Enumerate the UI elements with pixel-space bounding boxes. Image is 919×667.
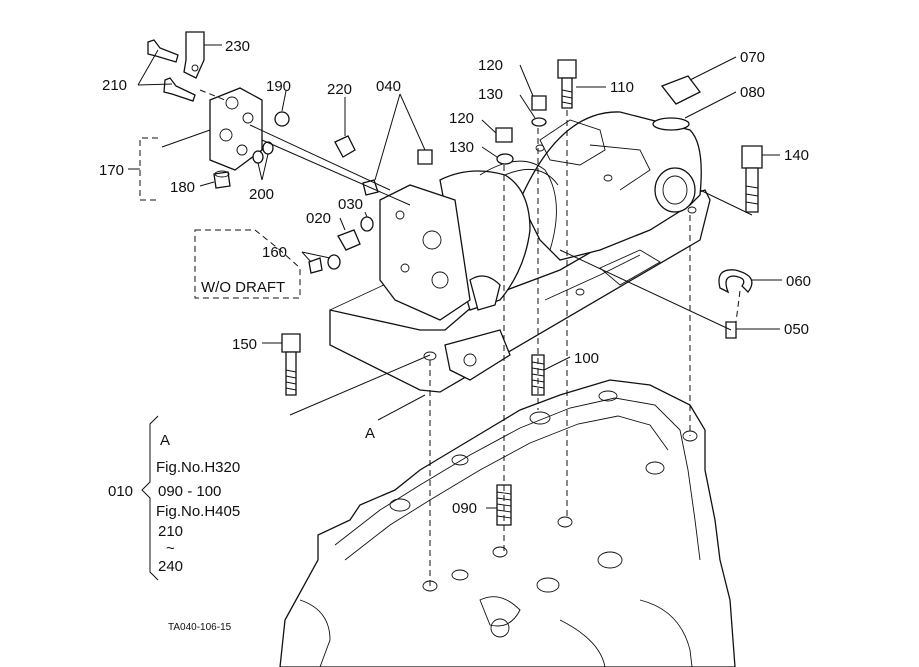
callout-110: 110	[610, 79, 634, 96]
callout-120-lower: 120	[449, 110, 474, 127]
callout-080: 080	[740, 84, 765, 101]
assembly-note-line1: A	[160, 432, 170, 449]
callout-040: 040	[376, 78, 401, 95]
assembly-note: A Fig.No.H320 090 - 100 Fig.No.H405 210 …	[156, 432, 240, 575]
wo-draft-box	[194, 229, 301, 299]
group-010-bracket	[141, 415, 159, 581]
callout-230: 230	[225, 38, 250, 55]
callout-200: 200	[249, 186, 274, 203]
assembly-note-line4: Fig.No.H405	[156, 503, 240, 520]
drawing-code: TA040-106-15	[168, 622, 232, 633]
callout-220: 220	[327, 81, 352, 98]
callout-160: 160	[262, 244, 287, 261]
callout-180: 180	[170, 179, 195, 196]
callout-150: 150	[232, 336, 257, 353]
callout-210: 210	[102, 77, 127, 94]
assembly-note-line6: ~	[166, 540, 175, 557]
callout-050: 050	[784, 321, 809, 338]
assembly-note-line7: 240	[158, 558, 183, 575]
group-170-bracket	[139, 137, 158, 201]
callout-170: 170	[99, 162, 124, 179]
callout-020: 020	[306, 210, 331, 227]
wo-draft-label: W/O DRAFT	[201, 279, 285, 296]
fastener-parts	[281, 59, 763, 526]
callout-060: 060	[786, 273, 811, 290]
reference-marker-a: A	[365, 425, 375, 442]
callout-010: 010	[108, 483, 133, 500]
callout-labels: 230 210 190 220 040 170 180 200 030 020 …	[99, 38, 811, 517]
alignment-lines	[199, 89, 753, 586]
valve-bracket-group	[147, 31, 290, 189]
callout-130-lower: 130	[449, 139, 474, 156]
assembly-note-line3: 090 - 100	[158, 483, 221, 500]
callout-140: 140	[784, 147, 809, 164]
lift-housing	[329, 111, 711, 393]
callout-120-upper: 120	[478, 57, 503, 74]
callout-190: 190	[266, 78, 291, 95]
callout-100: 100	[574, 350, 599, 367]
callout-090: 090	[452, 500, 477, 517]
callout-030: 030	[338, 196, 363, 213]
assembly-note-line2: Fig.No.H320	[156, 459, 240, 476]
callout-130-upper: 130	[478, 86, 503, 103]
leader-lines	[137, 44, 782, 509]
assembly-note-line5: 210	[158, 523, 183, 540]
callout-070: 070	[740, 49, 765, 66]
